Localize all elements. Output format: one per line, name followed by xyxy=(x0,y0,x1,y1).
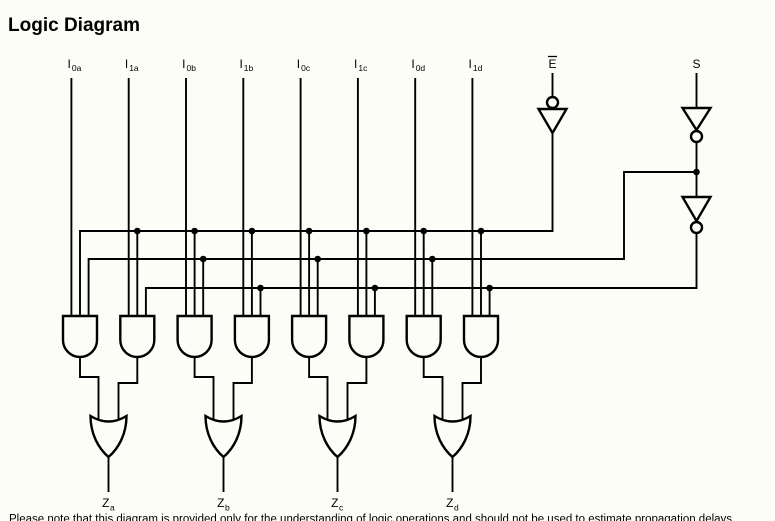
input-label-i0c: I xyxy=(297,57,300,71)
input-label-i0c-sub: 0c xyxy=(301,63,311,73)
or-gate-c xyxy=(318,413,357,459)
junction-dots xyxy=(134,168,700,292)
input-label-i0b: I xyxy=(182,57,185,71)
inverter-select-2 xyxy=(680,195,713,224)
inverter-enable-bubble xyxy=(545,95,560,110)
select-label: S xyxy=(692,57,700,71)
output-label-zc-sub: c xyxy=(339,503,344,513)
or-gate-d xyxy=(433,413,472,459)
page-title: Logic Diagram xyxy=(8,15,140,36)
output-label-zb: Z xyxy=(217,496,224,510)
input-label-i1d: I xyxy=(469,57,472,71)
and-gate-8 xyxy=(462,314,500,359)
output-label-zd: Z xyxy=(446,496,453,510)
and-gate-3 xyxy=(176,314,213,359)
footnote: Please note that this diagram is provide… xyxy=(9,514,735,521)
input-label-i0d-sub: 0d xyxy=(416,63,426,73)
wire-enable-rail xyxy=(79,133,554,320)
junction-dot xyxy=(191,227,198,235)
input-label-i0b-sub: 0b xyxy=(187,63,197,73)
or-gate-b xyxy=(204,413,243,459)
junction-dot xyxy=(371,284,379,292)
junction-dot xyxy=(134,227,141,235)
input-label-i1b-sub: 1b xyxy=(244,63,254,73)
wire-and7-to-or xyxy=(422,357,444,424)
inverter-select-1-bubble xyxy=(689,129,704,144)
inverter-enable xyxy=(536,107,569,136)
input-label-i1a: I xyxy=(125,57,128,71)
wire-and5-to-or xyxy=(308,357,329,424)
input-label-i1c: I xyxy=(354,57,357,71)
and-gate-6 xyxy=(348,314,385,359)
wire-and8-to-or xyxy=(461,357,482,424)
output-label-za: Z xyxy=(102,496,109,510)
junction-dot xyxy=(248,227,256,235)
output-label-zc: Z xyxy=(331,496,338,510)
inverter-select-2-bubble xyxy=(689,220,704,235)
junction-dot xyxy=(199,255,207,263)
wire-sbar-rail xyxy=(87,171,697,320)
input-label-i0a-sub: 0a xyxy=(72,63,82,73)
and-gate-2 xyxy=(119,314,156,359)
input-label-i0d: I xyxy=(411,57,414,71)
junction-dot xyxy=(257,284,264,292)
and-gate-7 xyxy=(405,314,442,359)
junction-dot xyxy=(363,227,370,235)
or-gate-a xyxy=(89,413,128,459)
input-label-i1c-sub: 1c xyxy=(358,63,368,73)
input-label-i1d-sub: 1d xyxy=(473,63,483,73)
and-gate-1 xyxy=(61,314,99,359)
junction-dot xyxy=(429,255,436,263)
output-label-za-sub: a xyxy=(110,503,115,513)
labels: Logic Diagram I 0a I 1a I 0b I 1b I 0c I… xyxy=(8,15,735,521)
junction-dot xyxy=(305,227,313,235)
wires xyxy=(70,73,698,492)
output-label-zd-sub: d xyxy=(454,503,459,513)
wire-and4-to-or xyxy=(232,357,253,424)
junction-dot xyxy=(420,227,428,235)
junction-dot xyxy=(477,227,485,235)
and-gate-5 xyxy=(290,314,328,359)
wire-and1-to-or xyxy=(79,357,100,424)
wire-and2-to-or xyxy=(117,357,139,424)
output-label-zb-sub: b xyxy=(225,503,230,513)
wire-and3-to-or xyxy=(193,357,215,424)
gates xyxy=(61,95,713,459)
enable-label: E xyxy=(548,57,556,71)
input-label-i0a: I xyxy=(68,57,71,71)
input-label-i1b: I xyxy=(239,57,242,71)
junction-dot xyxy=(314,255,322,263)
and-gate-4 xyxy=(233,314,271,359)
input-label-i1a-sub: 1a xyxy=(129,63,139,73)
junction-dot xyxy=(693,168,700,176)
wire-s-rail xyxy=(144,233,698,320)
wire-and6-to-or xyxy=(346,357,368,424)
junction-dot xyxy=(486,284,493,292)
inverter-select-1 xyxy=(680,106,713,133)
